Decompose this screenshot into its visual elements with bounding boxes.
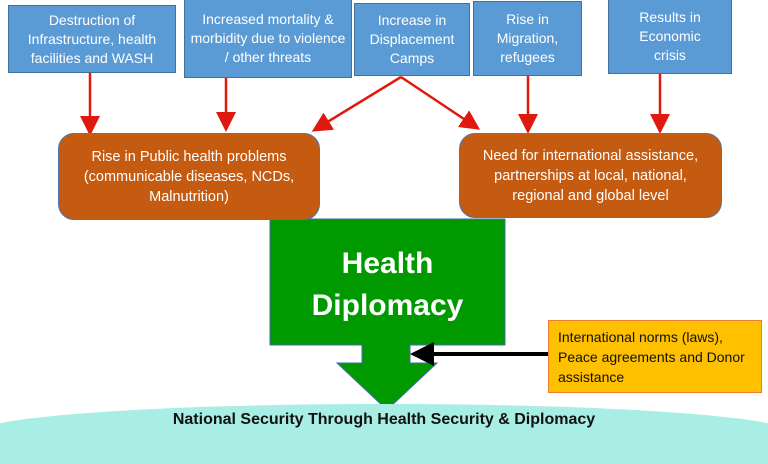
health-diplomacy-arrow-shape: [269, 218, 506, 411]
outcome-text: National Security Through Health Securit…: [172, 411, 596, 428]
arrow-camps-to-health: [311, 75, 402, 132]
arrow-camps-to-assistance: [400, 75, 481, 130]
connector-arrows: [80, 73, 670, 411]
effect-public-health: Rise in Public health problems (communic…: [58, 133, 320, 220]
cause-mortality: Increased mortality & morbidity due to v…: [184, 0, 352, 78]
cause-migration: Rise in Migration, refugees: [473, 1, 582, 76]
cause-displacement: Increase in Displacement Camps: [354, 3, 470, 76]
cause-infrastructure: Destruction of Infrastructure, health fa…: [8, 5, 176, 73]
effect-international-assistance: Need for international assistance, partn…: [459, 133, 722, 218]
center-line1: Health: [341, 247, 434, 280]
center-line2: Diplomacy: [311, 289, 464, 322]
health-diplomacy-label: Health Diplomacy: [270, 240, 505, 330]
input-norms-box: International norms (laws), Peace agreem…: [548, 320, 762, 393]
cause-economic: Results in Economic crisis: [608, 0, 732, 74]
